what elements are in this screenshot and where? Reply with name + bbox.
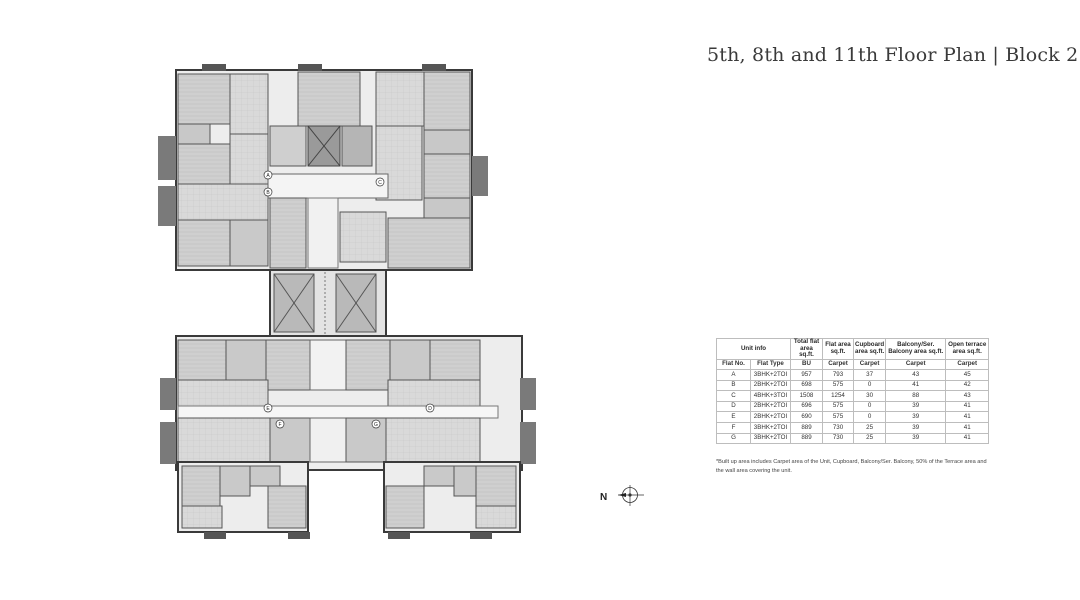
table-row: G 3BHK+2TOI 889 730 25 39 41 xyxy=(716,432,990,445)
table-cell: 2BHK+2TOI xyxy=(750,379,791,392)
table-cell: 575 xyxy=(822,411,854,424)
table-cell: 39 xyxy=(885,422,947,434)
floor-plan-drawing: A B C D E F G xyxy=(158,64,536,539)
table-row: C 4BHK+3TOI 1508 1254 30 88 43 xyxy=(716,390,990,402)
table-cell: 30 xyxy=(852,390,887,402)
header-open-terrace-area: Open terrace area sq.ft. xyxy=(945,338,990,360)
table-cell: 730 xyxy=(822,422,854,434)
table-row: A 3BHK+2TOI 957 793 37 43 45 xyxy=(716,369,990,381)
north-arrow-icon xyxy=(618,485,644,506)
unit-tag-d: D xyxy=(428,406,432,412)
header-unit-info: Unit info xyxy=(716,338,791,360)
table-cell: A xyxy=(716,369,751,381)
table-cell: 957 xyxy=(790,369,823,381)
table-cell: 690 xyxy=(790,411,823,424)
page-title: 5th, 8th and 11th Floor Plan | Block 2 xyxy=(707,44,1079,66)
table-cell: E xyxy=(716,411,751,424)
unit-tag-e: E xyxy=(266,406,270,412)
table-cell: 41 xyxy=(945,400,990,413)
table-cell: 0 xyxy=(852,379,887,392)
table-cell: 0 xyxy=(852,411,887,424)
table-cell: 37 xyxy=(852,369,887,381)
table-cell: 889 xyxy=(790,422,823,434)
table-cell: 793 xyxy=(822,369,854,381)
table-row: D 2BHK+2TOI 696 575 0 39 41 xyxy=(716,400,990,413)
header-balcony-area: Balcony/Ser. Balcony area sq.ft. xyxy=(885,338,947,360)
subheader-bu: BU xyxy=(790,358,823,371)
subheader-flat-type: Flat Type xyxy=(750,358,791,371)
table-cell: 3BHK+2TOI xyxy=(750,422,791,434)
table-cell: F xyxy=(716,422,751,434)
table-cell: 43 xyxy=(945,390,990,402)
header-total-flat-area: Total flat area sq.ft. xyxy=(790,338,823,360)
table-cell: 39 xyxy=(885,411,947,424)
table-cell: 39 xyxy=(885,432,947,445)
table-cell: 25 xyxy=(852,432,887,445)
table-cell: 41 xyxy=(945,432,990,445)
table-cell: 41 xyxy=(945,411,990,424)
table-cell: 41 xyxy=(945,422,990,434)
subheader-carpet: Carpet xyxy=(822,358,854,371)
subheader-carpet: Carpet xyxy=(945,358,990,371)
north-label: N xyxy=(600,492,608,503)
table-cell: 43 xyxy=(885,369,947,381)
table-cell: 2BHK+2TOI xyxy=(750,400,791,413)
table-cell: D xyxy=(716,400,751,413)
table-cell: G xyxy=(716,432,751,445)
header-flat-area: Flat area sq.ft. xyxy=(822,338,854,360)
table-cell: 42 xyxy=(945,379,990,392)
table-cell: 696 xyxy=(790,400,823,413)
unit-tag-c: C xyxy=(378,180,382,186)
table-cell: 39 xyxy=(885,400,947,413)
table-cell: 1508 xyxy=(790,390,823,402)
built-up-area-note: *Built up area includes Carpet area of t… xyxy=(716,459,987,474)
table-cell: B xyxy=(716,379,751,392)
subheader-carpet: Carpet xyxy=(852,358,887,371)
table-cell: 730 xyxy=(822,432,854,445)
table-cell: 41 xyxy=(885,379,947,392)
table-cell: 1254 xyxy=(822,390,854,402)
table-cell: 4BHK+3TOI xyxy=(750,390,791,402)
unit-tag-a: A xyxy=(266,173,270,179)
table-row: F 3BHK+2TOI 889 730 25 39 41 xyxy=(716,422,990,434)
unit-tag-g: G xyxy=(374,422,378,428)
table-cell: 45 xyxy=(945,369,990,381)
table-cell: 698 xyxy=(790,379,823,392)
table-cell: 88 xyxy=(885,390,947,402)
subheader-carpet: Carpet xyxy=(885,358,947,371)
table-cell: 3BHK+2TOI xyxy=(750,369,791,381)
table-cell: 575 xyxy=(822,400,854,413)
table-row: E 2BHK+2TOI 690 575 0 39 41 xyxy=(716,411,990,424)
table-cell: 25 xyxy=(852,422,887,434)
table-cell: 2BHK+2TOI xyxy=(750,411,791,424)
table-cell: C xyxy=(716,390,751,402)
table-cell: 0 xyxy=(852,400,887,413)
table-row: B 2BHK+2TOI 698 575 0 41 42 xyxy=(716,379,990,392)
unit-tag-b: B xyxy=(266,190,270,196)
unit-info-table: Unit info Total flat area sq.ft. Flat ar… xyxy=(716,338,990,445)
table-cell: 889 xyxy=(790,432,823,445)
subheader-flat-no: Flat No. xyxy=(716,358,751,371)
unit-tag-f: F xyxy=(278,422,281,428)
table-cell: 575 xyxy=(822,379,854,392)
table-cell: 3BHK+2TOI xyxy=(750,432,791,445)
header-cupboard-area: Cupboard area sq.ft. xyxy=(852,338,887,360)
